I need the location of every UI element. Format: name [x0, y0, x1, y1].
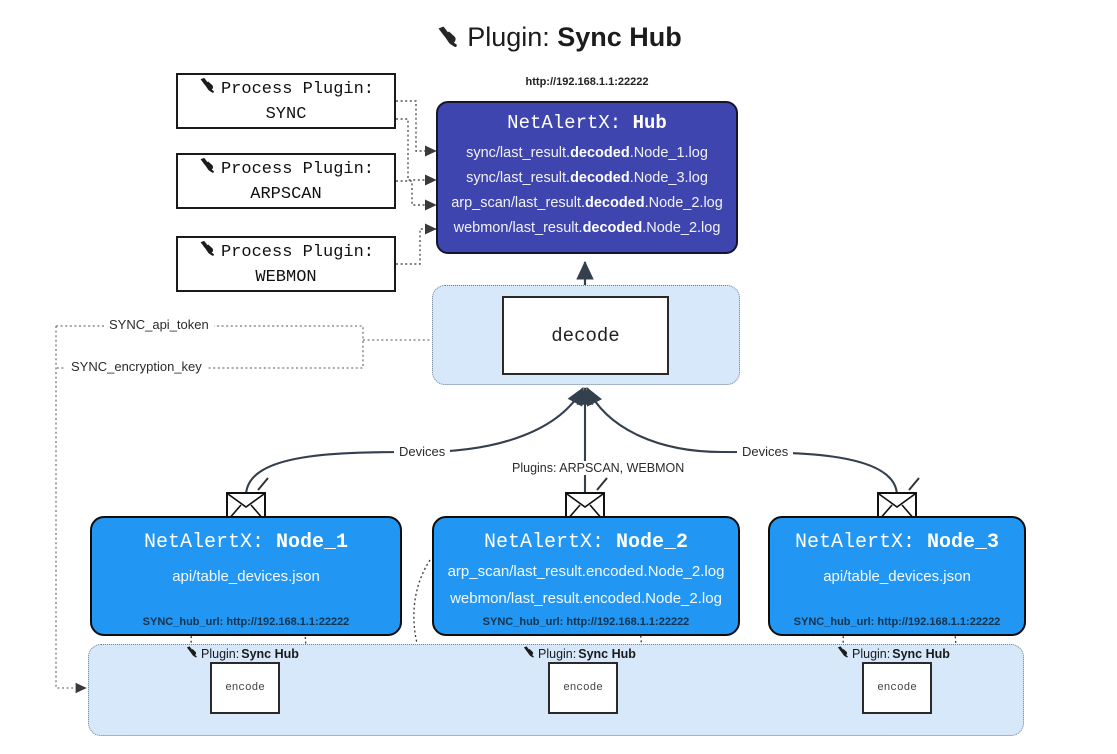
edge-label-devices-right: Devices: [737, 444, 794, 459]
node-title-name: Node_2: [616, 531, 689, 554]
hub-title-name: Hub: [632, 112, 667, 134]
hub-log-line: sync/last_result.decoded.Node_3.log: [438, 170, 736, 186]
node-title: NetAlertX: Node_3: [770, 531, 1024, 554]
encoder-plugin-prefix: Plugin:: [538, 646, 577, 661]
hub-log-mid: decoded: [570, 170, 630, 186]
page-title-prefix: Plugin:: [467, 22, 550, 52]
hub-log-mid: decoded: [570, 145, 630, 161]
hub-log-line: webmon/last_result.decoded.Node_2.log: [438, 220, 736, 236]
encoder-plugin-name: Sync Hub: [241, 646, 299, 661]
hub-log-mid: decoded: [584, 195, 645, 211]
node-title: NetAlertX: Node_2: [434, 531, 738, 554]
plug-icon: [435, 20, 461, 62]
encode-box-node-2[interactable]: encode: [548, 662, 618, 714]
encoder-plugin-label: Plugin: Sync Hub: [522, 645, 636, 662]
plug-icon: [522, 645, 536, 662]
node-title-prefix: NetAlertX:: [143, 531, 264, 554]
node-title-prefix: NetAlertX:: [483, 531, 604, 554]
hub-log-pre: sync/last_result.: [466, 145, 571, 161]
process-plugin-line1: Process Plugin:: [220, 160, 375, 179]
encoder-plugin-label: Plugin: Sync Hub: [836, 645, 950, 662]
encoder-plugin-label: Plugin: Sync Hub: [185, 645, 299, 662]
node-box-node-2[interactable]: NetAlertX: Node_2 arp_scan/last_result.e…: [432, 516, 740, 636]
process-plugin-line1: Process Plugin:: [220, 243, 375, 262]
hub-log-pre: webmon/last_result.: [453, 220, 583, 236]
secret-label-api-token: SYNC_api_token: [104, 317, 214, 332]
hub-log-post: .Node_3.log: [629, 170, 708, 186]
hub-url-label: http://192.168.1.1:22222: [525, 76, 649, 88]
hub-log-post: .Node_2.log: [644, 195, 723, 211]
hub-log-post: .Node_1.log: [629, 145, 708, 161]
hub-log-pre: arp_scan/last_result.: [451, 195, 585, 211]
hub-title-prefix: NetAlertX:: [507, 112, 622, 134]
process-plugin-line2: WEBMON: [255, 268, 317, 287]
process-plugin-line2: SYNC: [265, 105, 307, 124]
decode-box[interactable]: decode: [502, 296, 669, 375]
hub-log-pre: sync/last_result.: [466, 170, 571, 186]
process-plugin-arpscan[interactable]: Process Plugin: ARPSCAN: [176, 153, 396, 209]
node-log-line: api/table_devices.json: [172, 568, 320, 585]
node-hub-url: SYNC_hub_url: http://192.168.1.1:22222: [482, 616, 690, 628]
process-plugin-webmon[interactable]: Process Plugin: WEBMON: [176, 236, 396, 292]
node-log-line: api/table_devices.json: [823, 568, 971, 585]
process-plugin-sync[interactable]: Process Plugin: SYNC: [176, 73, 396, 129]
hub-log-line: sync/last_result.decoded.Node_1.log: [438, 145, 736, 161]
edge-label-plugins-center: Plugins: ARPSCAN, WEBMON: [507, 461, 690, 475]
plug-icon: [836, 645, 850, 662]
hub-title: NetAlertX: Hub: [438, 112, 736, 134]
node-title-name: Node_3: [927, 531, 1000, 554]
plug-icon: [198, 239, 217, 266]
edge-label-devices-left: Devices: [394, 444, 451, 459]
node-title: NetAlertX: Node_1: [92, 531, 400, 554]
encoder-plugin-prefix: Plugin:: [201, 646, 240, 661]
node-log-line: webmon/last_result.encoded.Node_2.log: [450, 590, 722, 607]
plug-icon: [185, 645, 199, 662]
node-log-line: arp_scan/last_result.encoded.Node_2.log: [447, 563, 725, 580]
plug-icon: [198, 156, 217, 183]
node-title-prefix: NetAlertX:: [794, 531, 915, 554]
process-plugin-line2: ARPSCAN: [250, 185, 322, 204]
node-box-node-1[interactable]: NetAlertX: Node_1 api/table_devices.json…: [90, 516, 402, 636]
hub-log-line: arp_scan/last_result.decoded.Node_2.log: [438, 195, 736, 211]
encode-box-node-3[interactable]: encode: [862, 662, 932, 714]
page-title: Plugin: Sync Hub: [0, 16, 1117, 62]
encode-box-node-1[interactable]: encode: [210, 662, 280, 714]
hub-node[interactable]: NetAlertX: Hub sync/last_result.decoded.…: [436, 101, 738, 254]
node-box-node-3[interactable]: NetAlertX: Node_3 api/table_devices.json…: [768, 516, 1026, 636]
page-title-name: Sync Hub: [557, 22, 682, 52]
encoder-plugin-name: Sync Hub: [892, 646, 950, 661]
hub-log-post: .Node_2.log: [642, 220, 721, 236]
process-plugin-line1: Process Plugin:: [220, 80, 375, 99]
encoder-plugin-prefix: Plugin:: [852, 646, 891, 661]
node-hub-url: SYNC_hub_url: http://192.168.1.1:22222: [793, 616, 1001, 628]
secret-label-encryption-key: SYNC_encryption_key: [66, 359, 207, 374]
plug-icon: [198, 76, 217, 103]
hub-log-mid: decoded: [582, 220, 643, 236]
node-title-name: Node_1: [276, 531, 349, 554]
encoder-plugin-name: Sync Hub: [578, 646, 636, 661]
node-hub-url: SYNC_hub_url: http://192.168.1.1:22222: [142, 616, 350, 628]
